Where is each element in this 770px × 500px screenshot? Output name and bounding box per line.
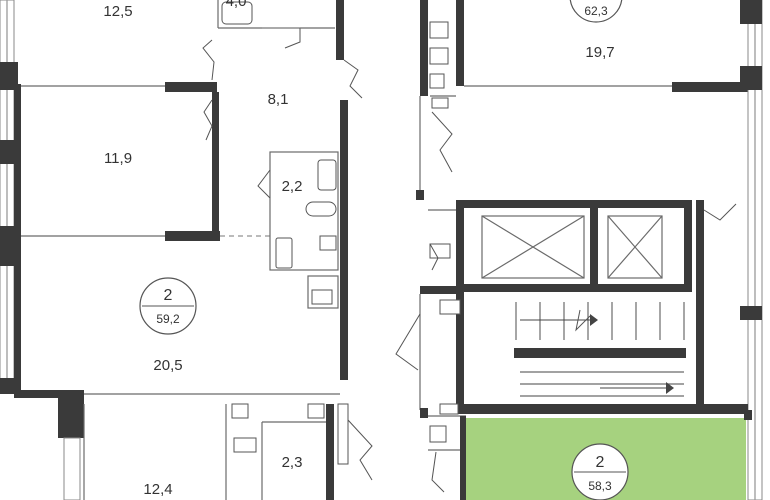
- room-area-label: 2,3: [282, 454, 303, 471]
- apartment-badge[interactable]: 2 59,2: [139, 277, 197, 335]
- room-area-label: 12,5: [103, 3, 132, 20]
- room-area-label: 11,9: [104, 150, 132, 167]
- bathtub-icon: [221, 1, 253, 25]
- room-area-label: 20,5: [153, 357, 182, 374]
- apartment-rooms: 2: [164, 287, 173, 304]
- apartment-rooms: 2: [596, 454, 605, 471]
- room-area-label: 8,1: [268, 91, 289, 108]
- sink-icon: [317, 159, 337, 191]
- apartment-area: 62,3: [584, 4, 608, 18]
- elevator-1: [481, 215, 585, 279]
- wall-left-1: [14, 84, 21, 394]
- toilet-icon: [305, 201, 337, 217]
- corridor-wall-left: [336, 0, 344, 60]
- apartment-area: 58,3: [588, 479, 612, 493]
- room-area-label: 12,4: [143, 481, 172, 498]
- room-area-label: 2,2: [282, 178, 303, 195]
- apartment-badge[interactable]: 62,3: [569, 0, 623, 23]
- apartment-badge-highlighted[interactable]: 2 58,3: [571, 443, 629, 500]
- room-area-label: 4,0: [226, 0, 247, 10]
- elevator-2: [607, 215, 663, 279]
- apartment-area: 59,2: [156, 312, 180, 326]
- room-area-label: 19,7: [585, 44, 614, 61]
- staircase: [514, 302, 686, 397]
